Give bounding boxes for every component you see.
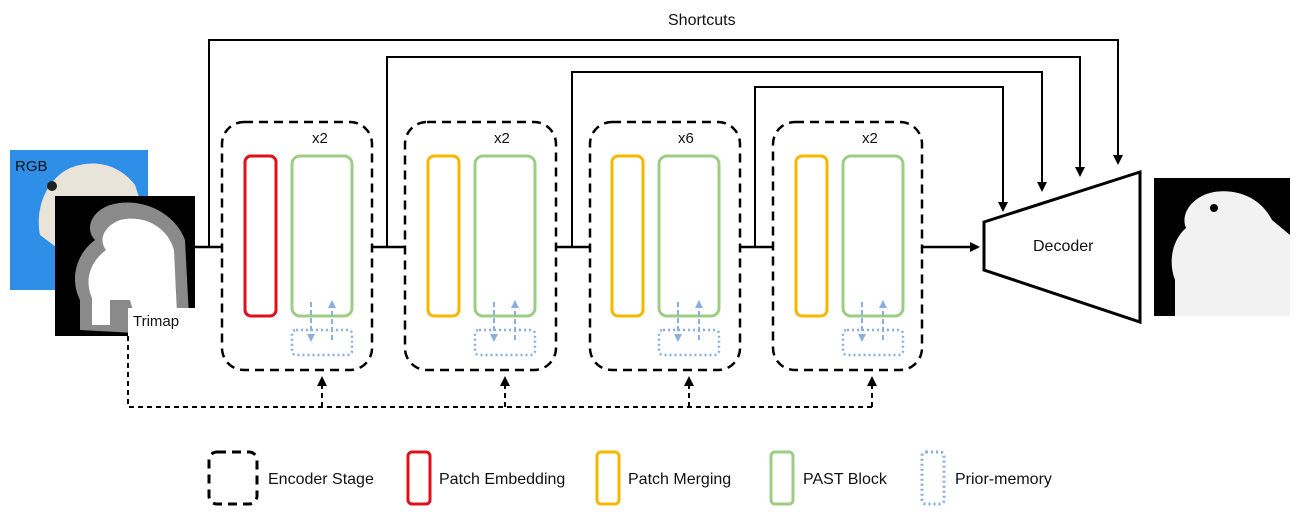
prior-feed-lines: [127, 336, 877, 408]
patch-embedding-block: [243, 154, 278, 318]
prior-memory-block: [657, 328, 721, 357]
encoder-stage-1: [220, 120, 374, 372]
legend-swatch-patch-merging: [595, 450, 621, 506]
legend: [207, 450, 946, 506]
legend-label-patch-embedding: Patch Embedding: [439, 471, 566, 488]
past-block: [290, 154, 354, 318]
trimap-label: Trimap: [133, 313, 180, 330]
encoder-stage-4: [771, 120, 924, 372]
prior-memory-block: [841, 328, 905, 357]
legend-swatch-prior-memory: [920, 450, 946, 506]
patch-merging-block: [610, 154, 645, 318]
decoder-label: Decoder: [1033, 238, 1094, 255]
stage-4-multiplier: x2: [862, 130, 878, 147]
shortcuts-label: Shortcuts: [668, 12, 736, 29]
past-block: [657, 154, 721, 318]
past-block: [473, 154, 537, 318]
stage-2-multiplier: x2: [494, 130, 510, 147]
prior-memory-block: [290, 328, 354, 357]
stage-1-multiplier: x2: [312, 130, 328, 147]
encoder-stage-2: [403, 120, 558, 372]
patch-merging-block: [426, 154, 461, 318]
patch-merging-block: [794, 154, 829, 318]
trimap-image: [55, 196, 195, 336]
legend-swatch-patch-embedding: [406, 450, 432, 506]
legend-swatch-encoder-stage: [207, 450, 259, 506]
legend-label-encoder-stage: Encoder Stage: [268, 471, 374, 488]
prior-memory-block: [473, 328, 537, 357]
rgb-label: RGB: [15, 158, 48, 175]
legend-label-patch-merging: Patch Merging: [628, 471, 732, 488]
encoder-stage-3: [588, 120, 742, 372]
shortcut-lines: [208, 39, 1123, 247]
legend-label-past-block: PAST Block: [803, 471, 887, 488]
decoder-block: [982, 169, 1142, 325]
legend-label-prior-memory: Prior-memory: [955, 471, 1052, 488]
legend-swatch-past-block: [769, 450, 795, 506]
stage-3-multiplier: x6: [678, 130, 694, 147]
past-block: [841, 154, 905, 318]
output-alpha-matte: [1154, 178, 1290, 316]
